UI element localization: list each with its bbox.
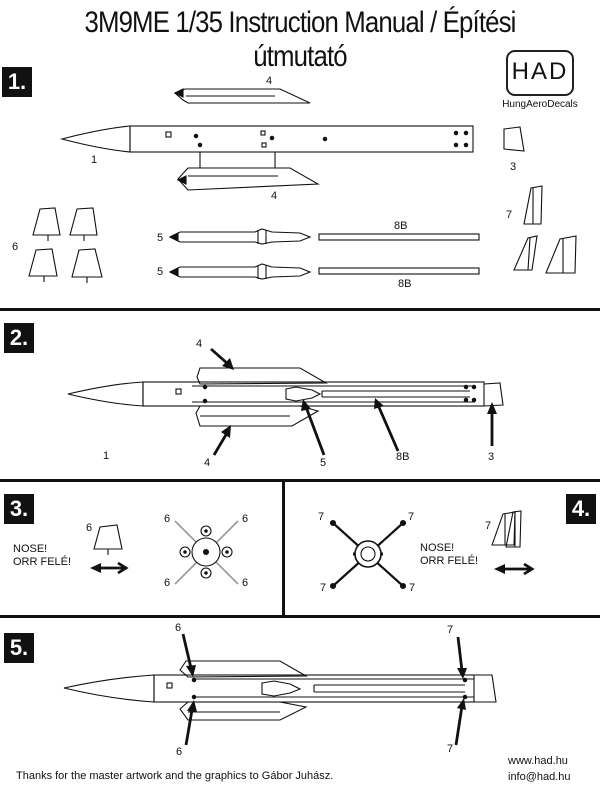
label-step5-7-top: 7	[447, 624, 454, 636]
step3-orr-text: ORR FELÉ!	[13, 556, 72, 568]
footer-credit: Thanks for the master artwork and the gr…	[16, 770, 334, 782]
divider-1	[0, 308, 600, 311]
step4-orr-text: ORR FELÉ!	[420, 555, 479, 567]
step1-fin-top	[173, 88, 311, 104]
step1-rod-top	[168, 228, 312, 245]
step4-wing-part	[491, 510, 522, 548]
label-step4-tl: 7	[318, 511, 325, 523]
step1-tube-bottom	[318, 267, 480, 275]
label-part-5-top: 5	[157, 232, 164, 244]
had-logo: HAD	[506, 50, 574, 96]
step4-nose-text: NOSE!	[420, 542, 455, 554]
label-step3-part: 6	[86, 522, 93, 534]
step5-missile-assembly	[63, 660, 497, 721]
step5-arrows	[181, 633, 464, 746]
label-step3-tr: 6	[242, 513, 249, 525]
divider-2	[0, 479, 600, 482]
step1-wings	[513, 185, 577, 274]
label-step4-bl: 7	[320, 582, 327, 594]
label-step2-3: 3	[488, 451, 495, 463]
label-part-7: 7	[506, 209, 513, 221]
step3-canard-part	[93, 524, 123, 555]
step1-end-cap	[503, 126, 525, 152]
label-step2-1: 1	[103, 450, 110, 462]
step-5-badge: 5.	[4, 633, 34, 663]
label-step3-tl: 6	[164, 513, 171, 525]
step4-cross-diagram	[329, 519, 407, 590]
step3-cross-diagram	[174, 520, 239, 585]
logo-name: HungAeroDecals	[502, 99, 578, 110]
divider-3	[0, 615, 600, 618]
footer-website[interactable]: www.had.hu	[508, 755, 568, 767]
step2-arrows	[210, 347, 494, 456]
step4-direction-arrow	[494, 562, 535, 576]
label-part-1: 1	[91, 154, 98, 166]
label-step2-5: 5	[320, 457, 327, 469]
label-step5-6-top: 6	[175, 622, 182, 634]
label-step3-br: 6	[242, 577, 249, 589]
step-2-badge: 2.	[4, 323, 34, 353]
divider-vertical	[282, 481, 285, 615]
step-4-badge: 4.	[566, 494, 596, 524]
label-step4-part: 7	[485, 520, 492, 532]
step1-tube-top	[318, 233, 480, 241]
step3-nose-text: NOSE!	[13, 543, 48, 555]
label-part-8b-top: 8B	[394, 220, 408, 232]
label-part-4-top: 4	[266, 75, 273, 87]
label-step5-6-bottom: 6	[176, 746, 183, 758]
label-step4-br: 7	[409, 582, 416, 594]
step-1-badge: 1.	[2, 67, 32, 97]
step1-fin-bottom	[176, 167, 320, 191]
label-step2-8b: 8B	[396, 451, 410, 463]
label-part-4-bottom: 4	[271, 190, 278, 202]
page-title: 3M9ME 1/35 Instruction Manual / Építési …	[84, 6, 516, 73]
step1-rod-bottom	[168, 263, 312, 280]
label-step2-4-top: 4	[196, 338, 203, 350]
step1-canards	[28, 207, 103, 283]
label-step5-7-bottom: 7	[447, 743, 454, 755]
step3-direction-arrow	[90, 561, 129, 575]
label-step2-4-bottom: 4	[204, 457, 211, 469]
step-3-badge: 3.	[4, 494, 34, 524]
label-part-3: 3	[510, 161, 517, 173]
footer-email[interactable]: info@had.hu	[508, 771, 571, 783]
step1-missile-body	[59, 125, 474, 168]
label-step4-tr: 7	[408, 511, 415, 523]
label-part-5-bottom: 5	[157, 266, 164, 278]
label-part-6: 6	[12, 241, 19, 253]
logo-mark: HAD	[511, 58, 569, 85]
label-step3-bl: 6	[164, 577, 171, 589]
step2-missile-assembly	[67, 367, 504, 427]
label-part-8b-bottom: 8B	[398, 278, 412, 290]
